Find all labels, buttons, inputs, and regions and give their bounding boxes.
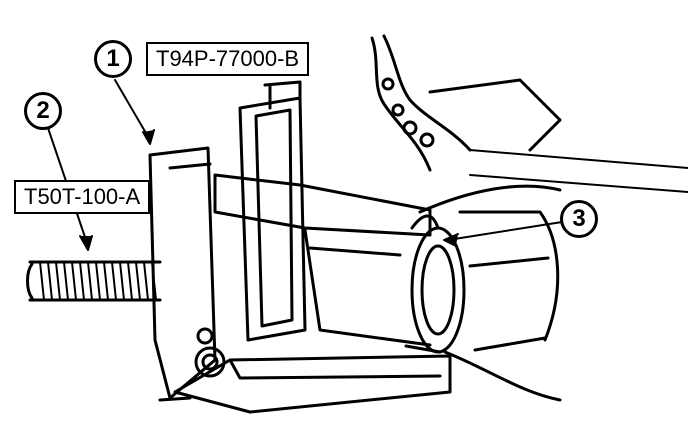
tool-label-t94p: T94P-77000-B [146, 42, 310, 76]
remover-tool [148, 80, 452, 414]
housing [370, 34, 688, 193]
threaded-rod [26, 260, 162, 302]
shaft-housing [418, 184, 562, 402]
tool-label-t50t: T50T-100-A [14, 180, 151, 214]
callout-3: 3 [560, 200, 598, 238]
leader-lines [47, 79, 563, 251]
seal-bore [404, 214, 466, 354]
callout-1: 1 [94, 40, 132, 78]
callout-2: 2 [24, 92, 62, 130]
